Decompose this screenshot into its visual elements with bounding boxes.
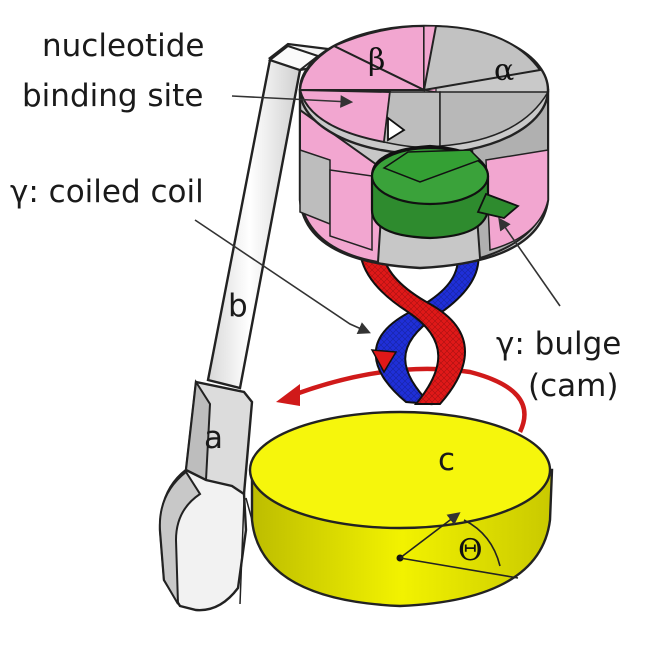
angle-arc-icon [396,512,519,579]
beta-top-segment [331,24,425,92]
stator-rod-b [206,58,302,390]
leader-line-coiled-coil [194,219,371,334]
label-cam: (cam) [528,368,618,404]
label-bulge: γ: bulge [496,326,621,362]
leader-line-bulge [498,217,561,307]
peripheral-stalk [158,42,338,612]
curved-arrow-icon [276,384,300,406]
gamma-coiled-coil [358,195,480,406]
c-ring [239,410,554,608]
label-coiled-coil: γ: coiled coil [10,174,204,210]
gamma-bulge-cam [370,116,520,240]
label-binding-site: binding site [22,78,203,114]
label-alpha-subunit: α [494,53,514,88]
label-part-b: b [228,288,248,324]
rotation-arrow [295,366,527,433]
label-theta: Θ [458,533,483,568]
label-part-a: a [204,420,223,456]
label-beta-subunit: β [368,43,385,78]
label-nucleotide: nucleotide [42,28,205,64]
leader-line-nucleotide [231,95,354,108]
label-part-c: c [438,442,455,478]
